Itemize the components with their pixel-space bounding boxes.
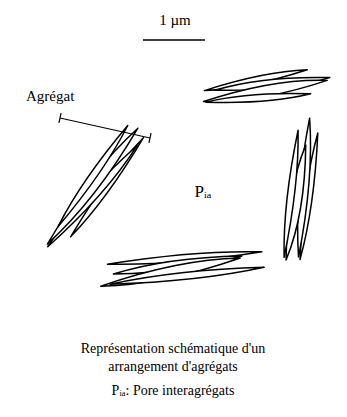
scale-label: 1 µm xyxy=(159,12,191,29)
legend-note: Pᵢₐ: Pore interagrégats xyxy=(112,383,235,399)
caption: Représentation schématique d'un arrangem… xyxy=(58,340,288,375)
part-label: Agrégat xyxy=(26,88,74,105)
clay-platelet xyxy=(206,94,311,103)
clay-platelet xyxy=(284,130,298,257)
aggregates xyxy=(47,70,329,286)
clay-platelet xyxy=(58,126,128,227)
clay-platelet xyxy=(47,128,138,244)
pore-label: Pᵢₐ xyxy=(195,182,212,202)
clay-platelet xyxy=(204,80,328,101)
scale-bar xyxy=(143,39,205,41)
leader-line xyxy=(59,113,151,143)
clay-platelet xyxy=(110,267,264,284)
